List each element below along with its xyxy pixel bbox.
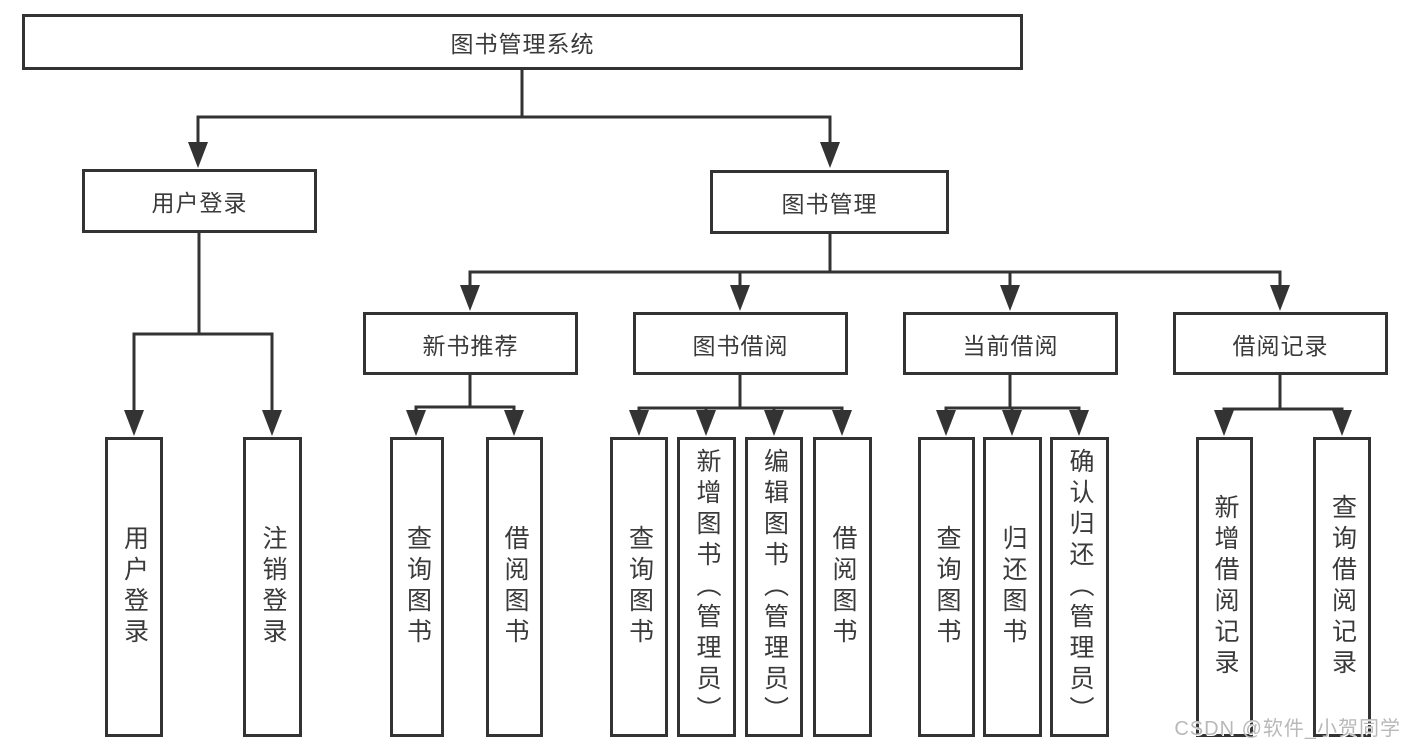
node-user-login: 用户登录: [82, 169, 317, 233]
leaf-records-add-record: 新增借阅记录: [1196, 437, 1253, 737]
leaf-newbook-query-books: 查询图书: [390, 437, 444, 737]
leaf-current-return-books: 归还图书: [983, 437, 1042, 737]
node-borrow-records: 借阅记录: [1173, 312, 1388, 375]
leaf-borrow-borrow-books: 借阅图书: [813, 437, 872, 737]
watermark: CSDN @软件_小贺同学: [1174, 718, 1401, 740]
node-current-borrow: 当前借阅: [903, 312, 1118, 375]
leaf-borrow-add-books-admin: 新增图书（管理员）: [677, 437, 736, 737]
leaf-user-login: 用户登录: [105, 437, 163, 737]
node-book-management: 图书管理: [710, 170, 949, 234]
node-library-system: 图书管理系统: [22, 14, 1023, 70]
leaf-borrow-edit-books-admin: 编辑图书（管理员）: [745, 437, 803, 737]
leaf-logout: 注销登录: [243, 437, 302, 737]
leaf-borrow-query-books: 查询图书: [610, 437, 668, 737]
leaf-records-query-record: 查询借阅记录: [1313, 437, 1371, 737]
leaf-current-query-books: 查询图书: [918, 437, 975, 737]
node-book-borrow: 图书借阅: [633, 312, 848, 375]
leaf-newbook-borrow-books: 借阅图书: [486, 437, 543, 737]
leaf-current-confirm-return-admin: 确认归还（管理员）: [1050, 437, 1109, 737]
node-new-book-recommend: 新书推荐: [363, 312, 578, 375]
